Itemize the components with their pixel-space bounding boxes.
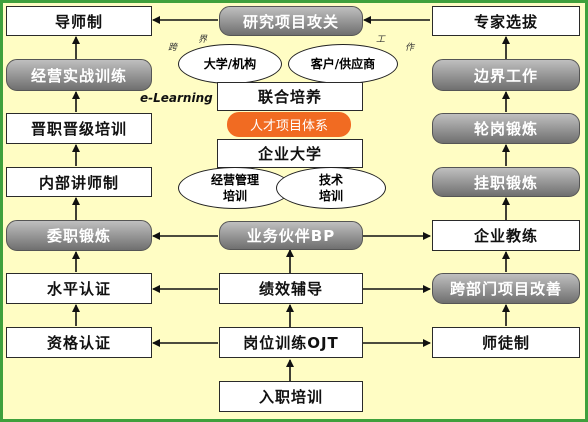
left-node-internal-trainer: 内部讲师制	[6, 167, 152, 197]
left-node-promotion-training: 晋职晋级培训	[6, 113, 152, 144]
left-node-business-practice: 经营实战训练	[6, 59, 152, 91]
center-node-joint-training: 联合培养	[217, 82, 363, 111]
ellipse-management-training: 经营管理 培训	[178, 167, 292, 209]
right-node-boundary-work: 边界工作	[432, 59, 580, 91]
center-node-onboarding: 入职培训	[219, 381, 363, 412]
right-node-enterprise-coach: 企业教练	[432, 220, 580, 251]
label-cross-1: 跨	[168, 43, 178, 53]
right-node-job-rotation: 轮岗锻炼	[432, 113, 580, 144]
left-node-delegated-practice: 委职锻炼	[6, 220, 152, 251]
ellipse-technical-training: 技术 培训	[276, 167, 386, 209]
label-cross-2: 界	[198, 35, 208, 45]
ellipse-client-supplier: 客户/供应商	[288, 44, 398, 84]
right-node-cross-dept-project: 跨部门项目改善	[432, 273, 580, 304]
right-node-apprenticeship: 师徒制	[432, 327, 580, 358]
label-elearning: e-Learning	[140, 91, 213, 105]
left-node-mentorship: 导师制	[6, 6, 152, 36]
center-node-talent-system: 人才项目体系	[227, 112, 351, 137]
center-node-business-partner: 业务伙伴BP	[219, 221, 363, 250]
right-node-expert-selection: 专家选拔	[432, 6, 580, 36]
left-node-qualification-cert: 资格认证	[6, 327, 152, 358]
center-node-corporate-university: 企业大学	[217, 139, 363, 168]
center-node-ojt: 岗位训练OJT	[219, 327, 363, 358]
right-node-temporary-post: 挂职锻炼	[432, 167, 580, 197]
center-node-research-project: 研究项目攻关	[219, 6, 363, 36]
center-node-performance-coaching: 绩效辅导	[219, 273, 363, 304]
ellipse-university: 大学/机构	[178, 44, 282, 84]
left-node-level-certification: 水平认证	[6, 273, 152, 304]
label-work-1: 工	[376, 35, 386, 45]
label-work-2: 作	[405, 43, 415, 53]
